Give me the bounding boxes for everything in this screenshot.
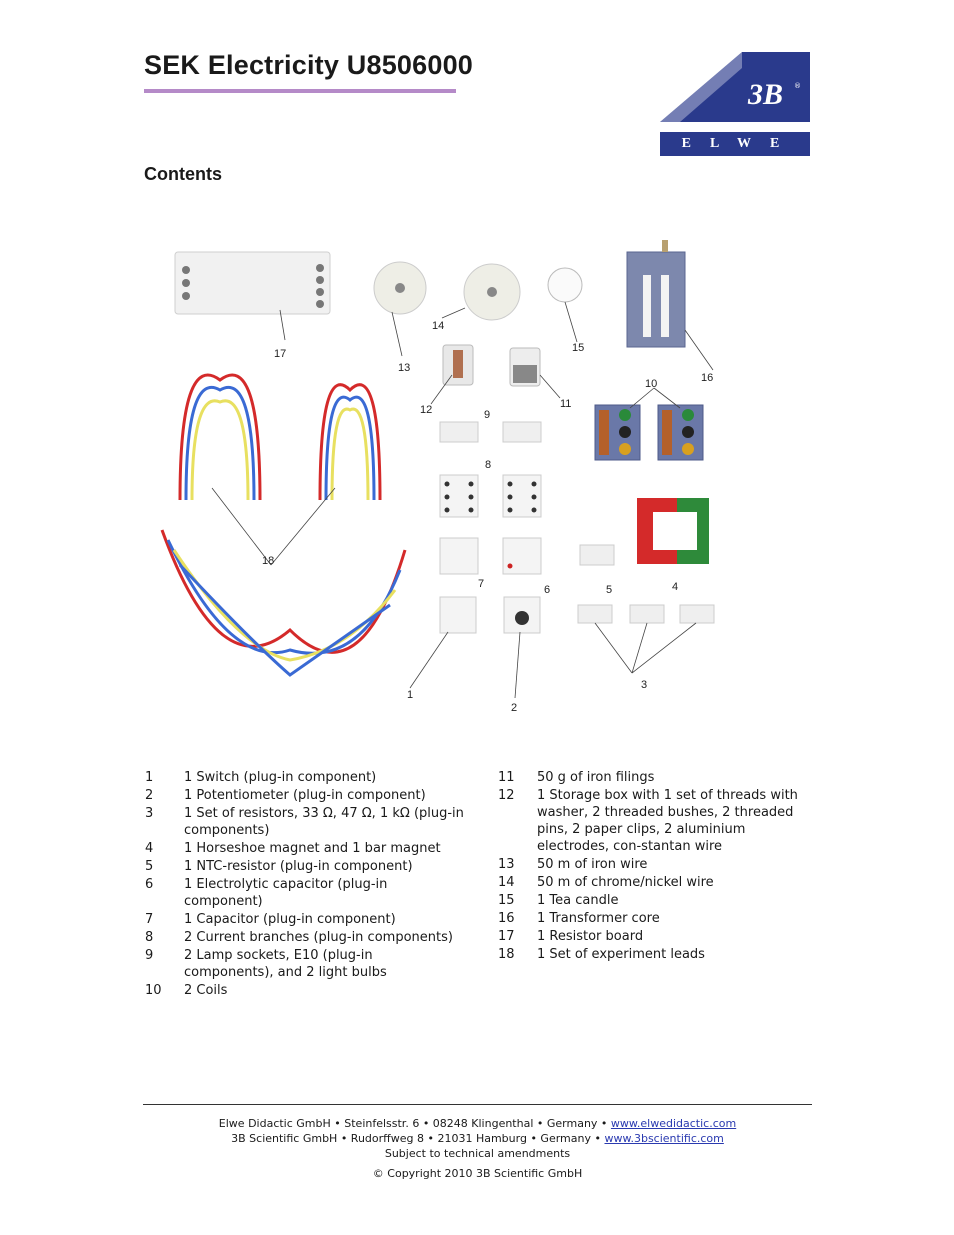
callout-6: 6 xyxy=(544,584,551,596)
callout-18: 18 xyxy=(262,555,275,567)
callout-11: 11 xyxy=(560,398,572,410)
footer-amendments: Subject to technical amendments xyxy=(384,1147,571,1160)
ntc-resistor-shape xyxy=(579,544,615,566)
resistor-shape xyxy=(577,604,613,624)
transformer-core-shape xyxy=(626,251,686,348)
lamp-socket-shape xyxy=(439,421,479,443)
callout-2: 2 xyxy=(511,702,518,714)
resistor-shape xyxy=(679,604,715,624)
callout-4: 4 xyxy=(672,581,679,593)
3b-elwe-logo: 3B ® ELWE xyxy=(660,50,810,157)
callout-3: 3 xyxy=(641,679,648,691)
elwe-website-link[interactable]: www.elwedidactic.com xyxy=(610,1117,737,1130)
footer: Elwe Didactic GmbH • Steinfelsstr. 6 • 0… xyxy=(143,1116,812,1181)
callout-7: 7 xyxy=(478,578,485,590)
callout-5: 5 xyxy=(606,584,613,596)
tea-candle-shape xyxy=(547,267,583,303)
registered-mark: ® xyxy=(794,82,801,90)
lamp-socket-shape xyxy=(502,421,542,443)
callout-16: 16 xyxy=(701,372,714,384)
callout-12: 12 xyxy=(420,404,433,416)
section-title: Contents xyxy=(144,164,222,184)
page-title: SEK Electricity U8506000 xyxy=(144,50,473,80)
resistor-shape xyxy=(629,604,665,624)
experiment-leads-shape xyxy=(160,373,407,677)
callout-9: 9 xyxy=(484,409,491,421)
footer-copyright: © Copyright 2010 3B Scientific GmbH xyxy=(372,1167,583,1180)
title-underline xyxy=(144,89,456,93)
switch-shape xyxy=(439,596,477,634)
callout-10: 10 xyxy=(645,378,658,390)
3b-website-link[interactable]: www.3bscientific.com xyxy=(604,1132,724,1145)
logo-brand-text: ELWE xyxy=(660,132,810,156)
resistor-board-shape xyxy=(174,251,331,315)
capacitor-shape xyxy=(439,537,479,575)
footer-line-3b: 3B Scientific GmbH • Rudorffweg 8 • 2103… xyxy=(231,1132,724,1145)
callout-17: 17 xyxy=(274,348,287,360)
callout-1: 1 xyxy=(407,689,414,701)
electrolytic-capacitor-shape xyxy=(502,537,542,575)
contents-illustration: 17 13 14 15 16 12 11 9 10 8 18 7 6 5 4 1… xyxy=(140,230,740,730)
callout-15: 15 xyxy=(572,342,585,354)
callout-8: 8 xyxy=(485,459,492,471)
logo-triangle-icon: 3B ® xyxy=(660,52,810,122)
footer-line-elwe: Elwe Didactic GmbH • Steinfelsstr. 6 • 0… xyxy=(218,1117,737,1130)
callout-13: 13 xyxy=(398,362,411,374)
footer-divider xyxy=(143,1104,812,1105)
callout-14: 14 xyxy=(432,320,445,332)
components-drawing xyxy=(160,240,715,699)
logo-mark-text: 3B xyxy=(747,78,783,111)
